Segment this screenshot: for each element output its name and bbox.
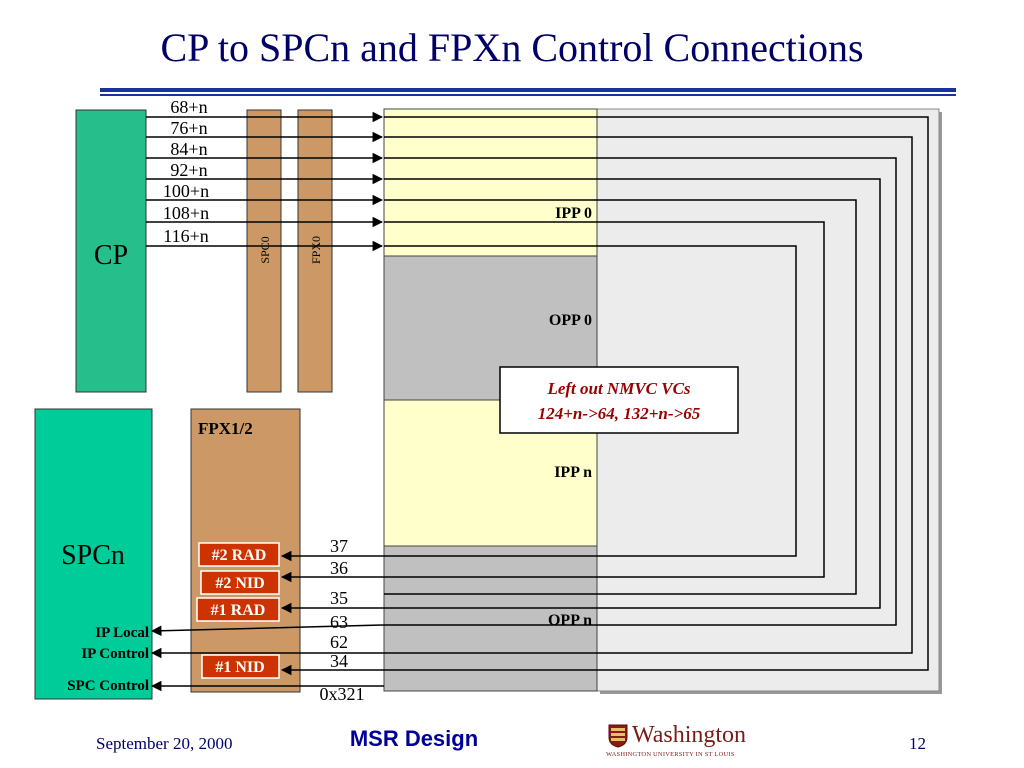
spc-control-label: SPC Control <box>67 678 149 694</box>
oppn-region <box>383 545 598 692</box>
loop-7 <box>384 245 797 557</box>
spc0-box <box>246 109 282 393</box>
vc-label: 108+n <box>163 203 209 223</box>
vc-label: 116+n <box>163 226 208 246</box>
ip-local-label: IP Local <box>95 625 149 641</box>
vc-label: 0x321 <box>320 684 365 704</box>
ip-control-label: IP Control <box>81 646 149 662</box>
vc-label: 100+n <box>163 181 209 201</box>
loop-1 <box>384 116 929 671</box>
vc-label: 36 <box>330 558 348 578</box>
title-rule-thin <box>100 94 956 96</box>
title-rule <box>100 88 956 92</box>
page-title: CP to SPCn and FPXn Control Connections <box>160 25 864 70</box>
nid1-block <box>201 654 280 679</box>
nid1-label: #1 NID <box>215 659 264 676</box>
spcn-box <box>34 408 153 700</box>
vc-label: 63 <box>330 612 348 632</box>
callout-line1: Left out NMVC VCs <box>546 379 690 398</box>
ippn-label: IPP n <box>554 464 592 481</box>
shield-icon <box>608 724 628 748</box>
logo-subtitle: WASHINGTON UNIVERSITY IN ST LOUIS <box>606 751 735 758</box>
fpx0-label: FPX0 <box>309 236 323 264</box>
rad2-label: #2 RAD <box>212 547 267 564</box>
cp-label: CP <box>94 240 128 271</box>
oppn-label: OPP n <box>548 612 592 629</box>
vc-label: 92+n <box>170 160 207 180</box>
ipp0-label: IPP 0 <box>555 205 592 222</box>
fpx0-box <box>297 109 333 393</box>
opp0-label: OPP 0 <box>549 312 592 329</box>
vc-label: 68+n <box>170 97 207 117</box>
loop-5 <box>384 199 857 595</box>
footer-design: MSR Design <box>349 726 479 751</box>
callout-box <box>499 366 739 434</box>
loop-2 <box>384 136 913 654</box>
vc-label: 37 <box>330 536 348 556</box>
vc-label: 35 <box>330 588 348 608</box>
fpx12-label: FPX1/2 <box>198 419 253 438</box>
spcn-label: SPCn <box>61 540 125 571</box>
vc-label: 34 <box>330 651 348 671</box>
cp-box <box>75 109 147 393</box>
logo-wordmark: Washington <box>632 722 747 748</box>
spc0-label: SPC0 <box>258 236 272 263</box>
vc-label: 84+n <box>170 139 207 159</box>
loop-4 <box>384 178 881 609</box>
rad1-label: #1 RAD <box>211 602 266 619</box>
ipp0-region <box>383 108 598 257</box>
vc-label: 62 <box>330 632 348 652</box>
loop-6 <box>384 221 825 578</box>
loop-3 <box>384 157 897 626</box>
washington-logo: Washington WASHINGTON UNIVERSITY IN ST L… <box>606 722 766 762</box>
vc-line-63 <box>150 624 385 637</box>
nid2-label: #2 NID <box>215 575 264 592</box>
page-number: 12 <box>909 734 926 753</box>
rad2-block <box>198 542 280 567</box>
rad1-block <box>196 597 280 622</box>
footer-date: September 20, 2000 <box>96 734 233 753</box>
callout-line2: 124+n->64, 132+n->65 <box>538 404 701 423</box>
vc-label: 76+n <box>170 118 207 138</box>
nid2-block <box>200 570 280 595</box>
